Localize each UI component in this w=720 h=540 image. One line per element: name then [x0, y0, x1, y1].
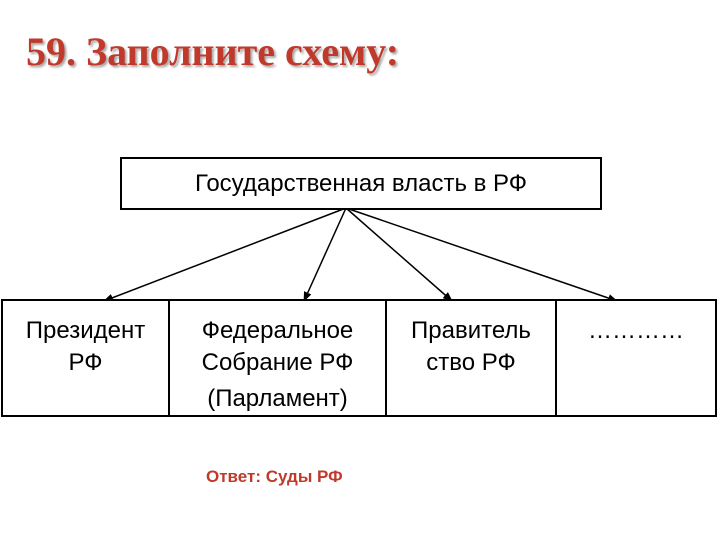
- branch-federal-assembly: Федеральное Собрание РФ (Парламент): [170, 301, 387, 415]
- branch-blank: …………: [557, 301, 715, 415]
- branch-label: (Парламент): [207, 385, 348, 412]
- arrow-to-blank: [345, 207, 618, 302]
- arrow-to-federal-assembly: [303, 207, 347, 302]
- branch-label: Федеральное: [201, 317, 354, 344]
- root-node: Государственная власть в РФ: [120, 157, 602, 210]
- branch-label: РФ: [68, 349, 103, 376]
- branch-blank-placeholder: …………: [588, 317, 684, 344]
- slide-title: 59. Заполните схему:: [26, 29, 400, 74]
- branch-label: ство РФ: [426, 349, 516, 376]
- arrow-to-president: [103, 207, 347, 302]
- answer-text: Ответ: Суды РФ: [206, 467, 343, 486]
- arrow-to-government: [345, 207, 453, 302]
- branch-label: Собрание РФ: [201, 349, 354, 376]
- root-node-label: Государственная власть в РФ: [194, 169, 528, 197]
- branch-label: Правитель: [411, 317, 531, 344]
- branch-table: Президент РФ Федеральное Собрание РФ (Па…: [1, 299, 717, 417]
- branch-president: Президент РФ: [3, 301, 170, 415]
- branch-government: Правитель ство РФ: [387, 301, 557, 415]
- branch-label: Президент: [25, 317, 146, 344]
